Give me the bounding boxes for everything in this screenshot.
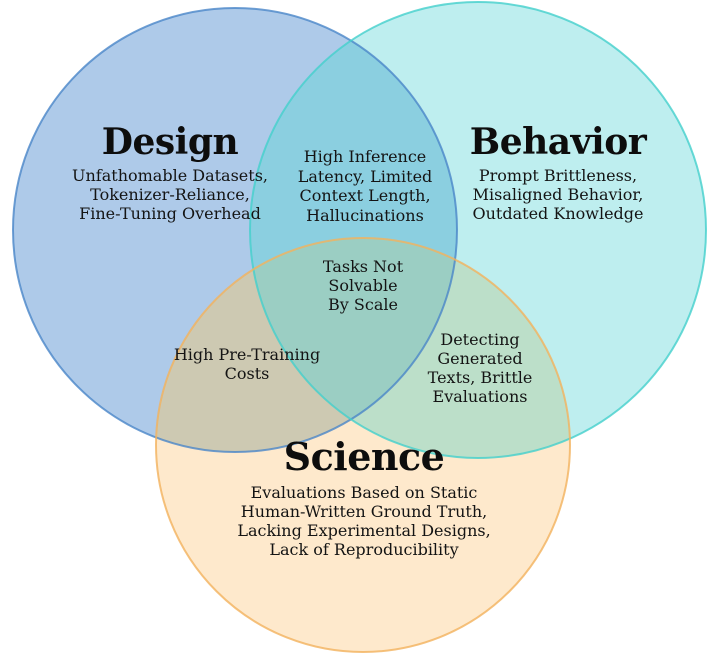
behavior-items: Prompt Brittleness, Misaligned Behavior,… (472, 166, 644, 223)
science-circle-outline (155, 237, 571, 653)
science-label-block: Science Evaluations Based on Static Huma… (237, 434, 490, 559)
design-label-block: Design Unfathomable Datasets, Tokenizer-… (72, 121, 268, 223)
behavior-label-block: Behavior Prompt Brittleness, Misaligned … (469, 121, 647, 223)
all-three-overlap-text: Tasks Not Solvable By Scale (322, 257, 404, 314)
behavior-title: Behavior (469, 121, 647, 163)
design-science-overlap-text: High Pre-Training Costs (173, 345, 321, 383)
design-items: Unfathomable Datasets, Tokenizer-Relianc… (72, 166, 268, 223)
design-circle-outline (12, 7, 458, 453)
behavior-science-overlap-text: Detecting Generated Texts, Brittle Evalu… (427, 330, 533, 406)
behavior-circle-outline (249, 1, 707, 459)
science-items: Evaluations Based on Static Human-Writte… (237, 483, 491, 559)
design-behavior-overlap-text: High Inference Latency, Limited Context … (297, 147, 433, 225)
science-title: Science (283, 434, 445, 479)
design-title: Design (101, 121, 239, 163)
